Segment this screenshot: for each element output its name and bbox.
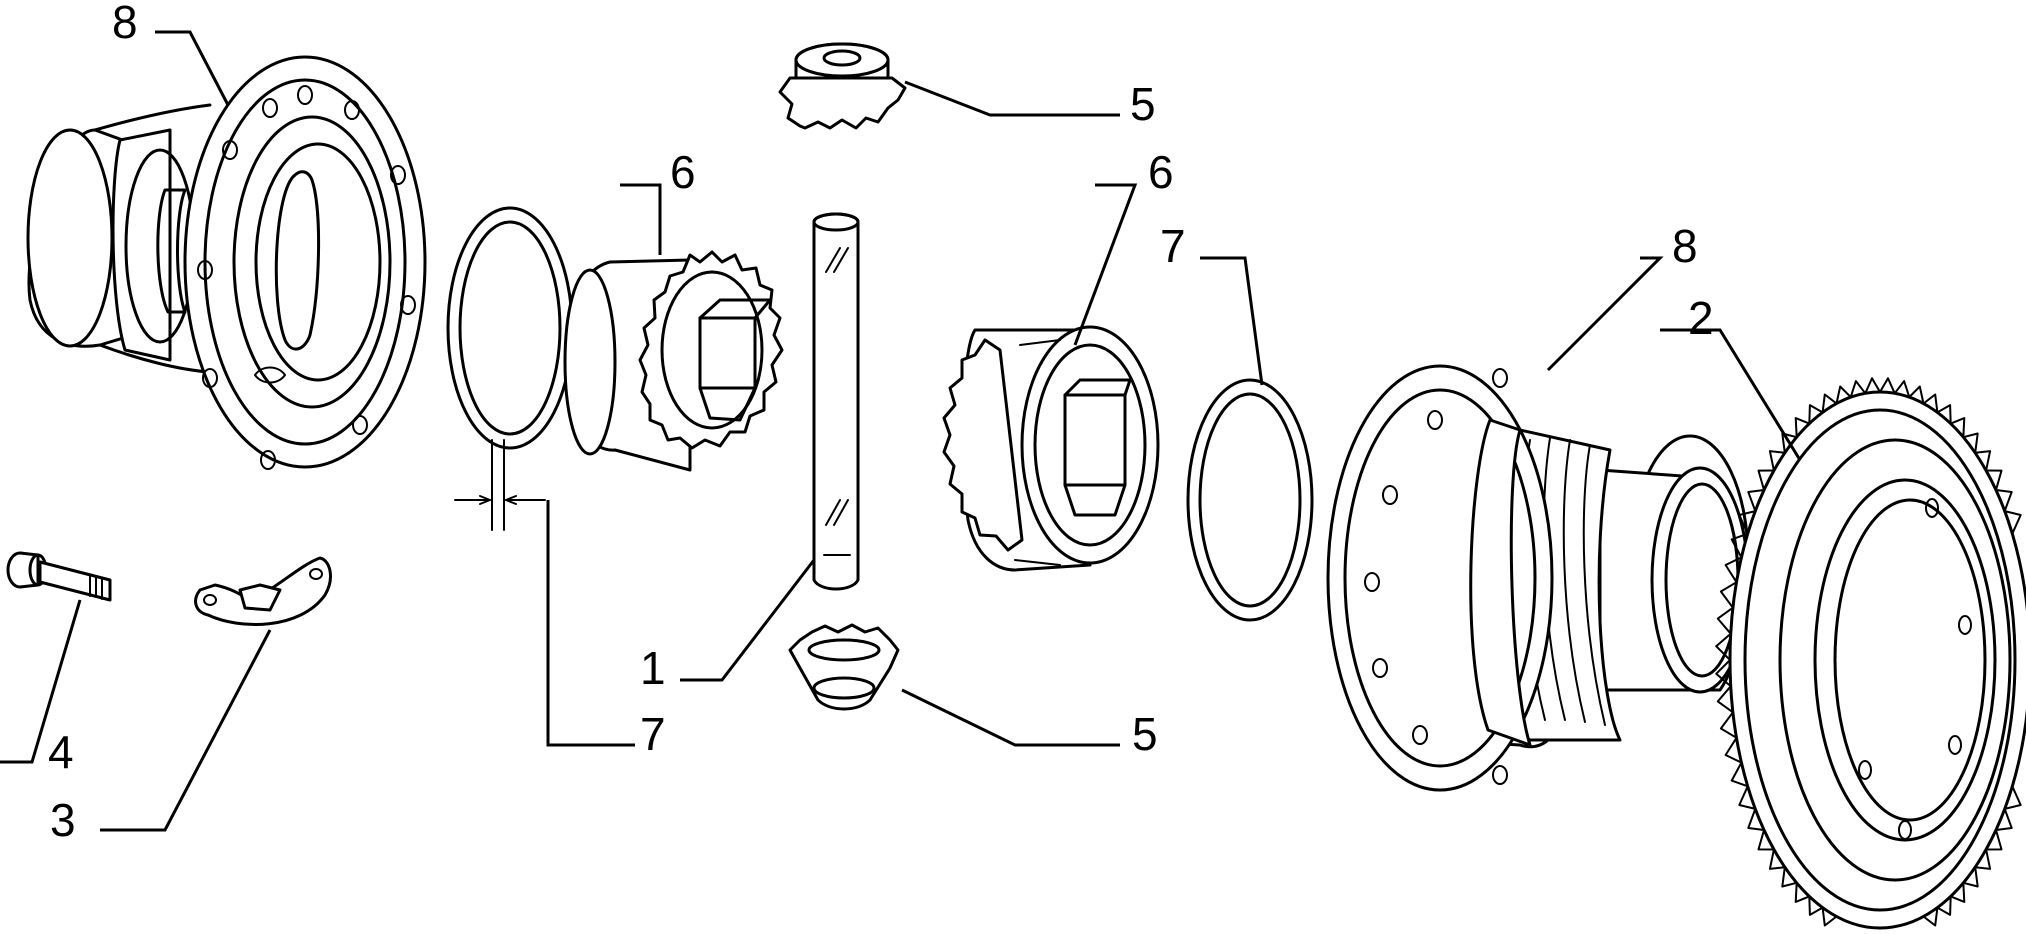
- ring-gear-tooth: [1715, 632, 1732, 661]
- callout-side-gear-right: 6: [1148, 146, 1174, 198]
- ring-gear-tooth: [1757, 469, 1775, 491]
- callout-shim-right: 7: [1160, 220, 1186, 272]
- pin-shaft: [812, 212, 860, 591]
- ring-gear-tooth: [1730, 532, 1749, 559]
- ring-gear-tooth: [1738, 510, 1757, 535]
- callout-pinion-top: 5: [1130, 78, 1156, 130]
- callout-pin-shaft: 1: [640, 642, 666, 694]
- ring-gear-tooth: [1724, 556, 1743, 584]
- ring-gear-tooth: [1995, 489, 2013, 513]
- pinion-gear-top: [778, 42, 907, 130]
- ring-gear-tooth: [1808, 404, 1824, 425]
- ring-gear: [1715, 377, 2026, 930]
- bolt: [6, 551, 112, 602]
- callout-lock-plate: 3: [50, 794, 76, 846]
- ring-gear-tooth: [2003, 785, 2022, 810]
- ring-gear-tooth: [1724, 736, 1743, 764]
- ring-gear-tooth: [1794, 417, 1811, 439]
- ring-gear-tooth: [1864, 377, 1881, 395]
- flange-bolt-holes-right: [1364, 368, 1508, 785]
- ring-gear-tooth: [1716, 606, 1734, 635]
- ring-gear-tooth: [1849, 380, 1867, 399]
- ring-gear-tooth: [1985, 829, 2003, 851]
- ring-gear-tooth: [1768, 848, 1786, 870]
- ring-gear-tooth: [1719, 711, 1738, 739]
- callout-shim-left: 7: [640, 708, 666, 760]
- ring-gear-tooth: [1879, 377, 1896, 395]
- callout-housing-right: 8: [1672, 220, 1698, 272]
- ring-gear-tooth: [1781, 866, 1798, 888]
- ring-gear-tooth: [1747, 489, 1765, 513]
- housing-half-left: [26, 55, 427, 470]
- ring-gear-tooth: [1949, 881, 1966, 903]
- housing-half-right: [1326, 364, 1750, 792]
- ring-gear-teeth: [1715, 377, 2022, 927]
- ring-gear-tooth: [1974, 450, 1992, 472]
- lock-plate: [194, 556, 332, 626]
- shim-ring-left: [446, 206, 574, 531]
- ring-gear-tooth: [1747, 807, 1765, 831]
- flange-bolt-holes: [197, 85, 416, 470]
- ring-gear-tooth: [1835, 385, 1852, 405]
- ring-gear-tooth: [1757, 829, 1775, 851]
- ring-gear-tooth: [1936, 895, 1952, 916]
- side-gear-right: [942, 325, 1160, 572]
- ring-gear-tooth: [1738, 785, 1757, 810]
- ring-gear-tooth: [1985, 469, 2003, 491]
- ring-gear-tooth: [1974, 848, 1992, 870]
- ring-gear-tooth: [1719, 581, 1738, 609]
- ring-gear-tooth: [1908, 385, 1925, 405]
- ring-gear-tooth: [1936, 404, 1952, 425]
- ring-gear-bolt-holes: [1858, 498, 1972, 840]
- ring-gear-tooth: [1922, 906, 1939, 927]
- ring-gear-tooth: [1768, 450, 1786, 472]
- ring-gear-tooth: [1893, 380, 1911, 399]
- pinion-gear-bottom: [788, 623, 900, 711]
- ring-gear-tooth: [1949, 417, 1966, 439]
- ring-gear-tooth: [1821, 393, 1838, 414]
- ring-gear-tooth: [1808, 895, 1824, 916]
- ring-gear-tooth: [1730, 761, 1749, 788]
- callout-housing-left: 8: [112, 0, 138, 48]
- ring-gear-tooth: [1962, 432, 1979, 454]
- callout-pinion-bottom: 5: [1132, 708, 1158, 760]
- shim-ring-right: [1186, 378, 1314, 622]
- ring-gear-tooth: [1995, 807, 2013, 831]
- ring-gear-tooth: [1716, 685, 1734, 714]
- ring-gear-tooth: [1794, 881, 1811, 903]
- ring-gear-tooth: [1821, 906, 1838, 927]
- ring-gear-tooth: [2003, 510, 2022, 535]
- callout-bolt: 4: [48, 726, 74, 778]
- ring-gear-tooth: [1962, 866, 1979, 888]
- side-gear-left: [563, 250, 784, 472]
- ring-gear-tooth: [1922, 393, 1939, 414]
- leader-lines: [0, 30, 1802, 832]
- callout-side-gear-left: 6: [670, 146, 696, 198]
- callout-labels: 8 5 6 6 7 8 2 1 7 5 4 3: [48, 0, 1714, 846]
- callout-ring-gear: 2: [1688, 292, 1714, 344]
- ring-gear-tooth: [1715, 659, 1732, 688]
